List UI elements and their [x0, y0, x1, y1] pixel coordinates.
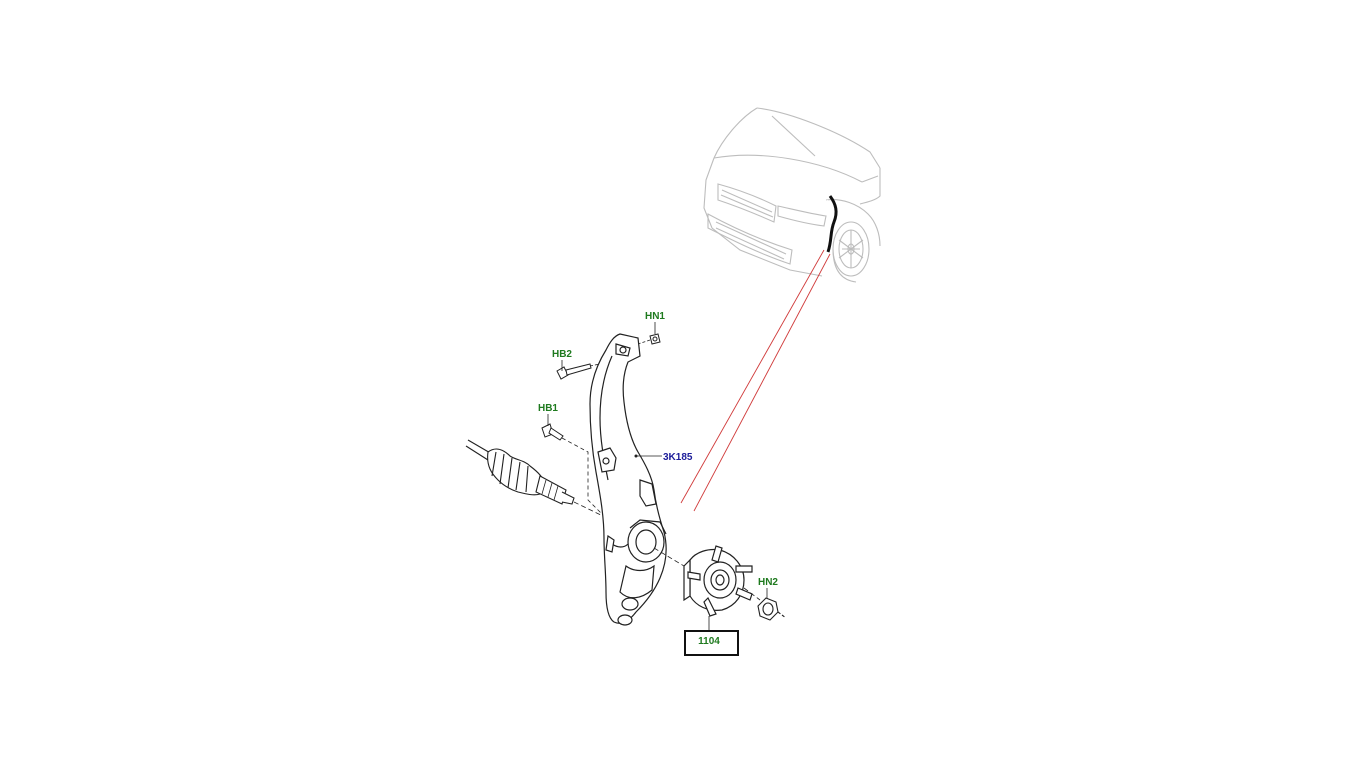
bolt-hb2-icon	[556, 363, 592, 380]
label-hn1: HN1	[645, 311, 665, 322]
detail-leader-lines	[680, 249, 831, 512]
label-hb1: HB1	[538, 403, 558, 414]
hub-axis-line	[653, 547, 761, 601]
label-hn2: HN2	[758, 577, 778, 588]
knuckle-location-marker	[826, 195, 838, 253]
highlight-box-1104	[684, 630, 739, 656]
vehicle-front-icon	[703, 107, 881, 283]
label-hb2: HB2	[552, 349, 572, 360]
nut-hn1-icon	[649, 333, 661, 345]
label-leader-lines	[547, 322, 768, 632]
label-1104: 1104	[698, 636, 720, 647]
wheel-hub-bearing-icon	[683, 545, 753, 617]
nut-hn2-icon	[757, 597, 787, 621]
steering-knuckle-icon	[589, 333, 667, 626]
bolt-hb1-icon	[541, 423, 564, 441]
label-3k185: 3K185	[663, 452, 693, 463]
driveshaft-icon	[465, 439, 575, 505]
